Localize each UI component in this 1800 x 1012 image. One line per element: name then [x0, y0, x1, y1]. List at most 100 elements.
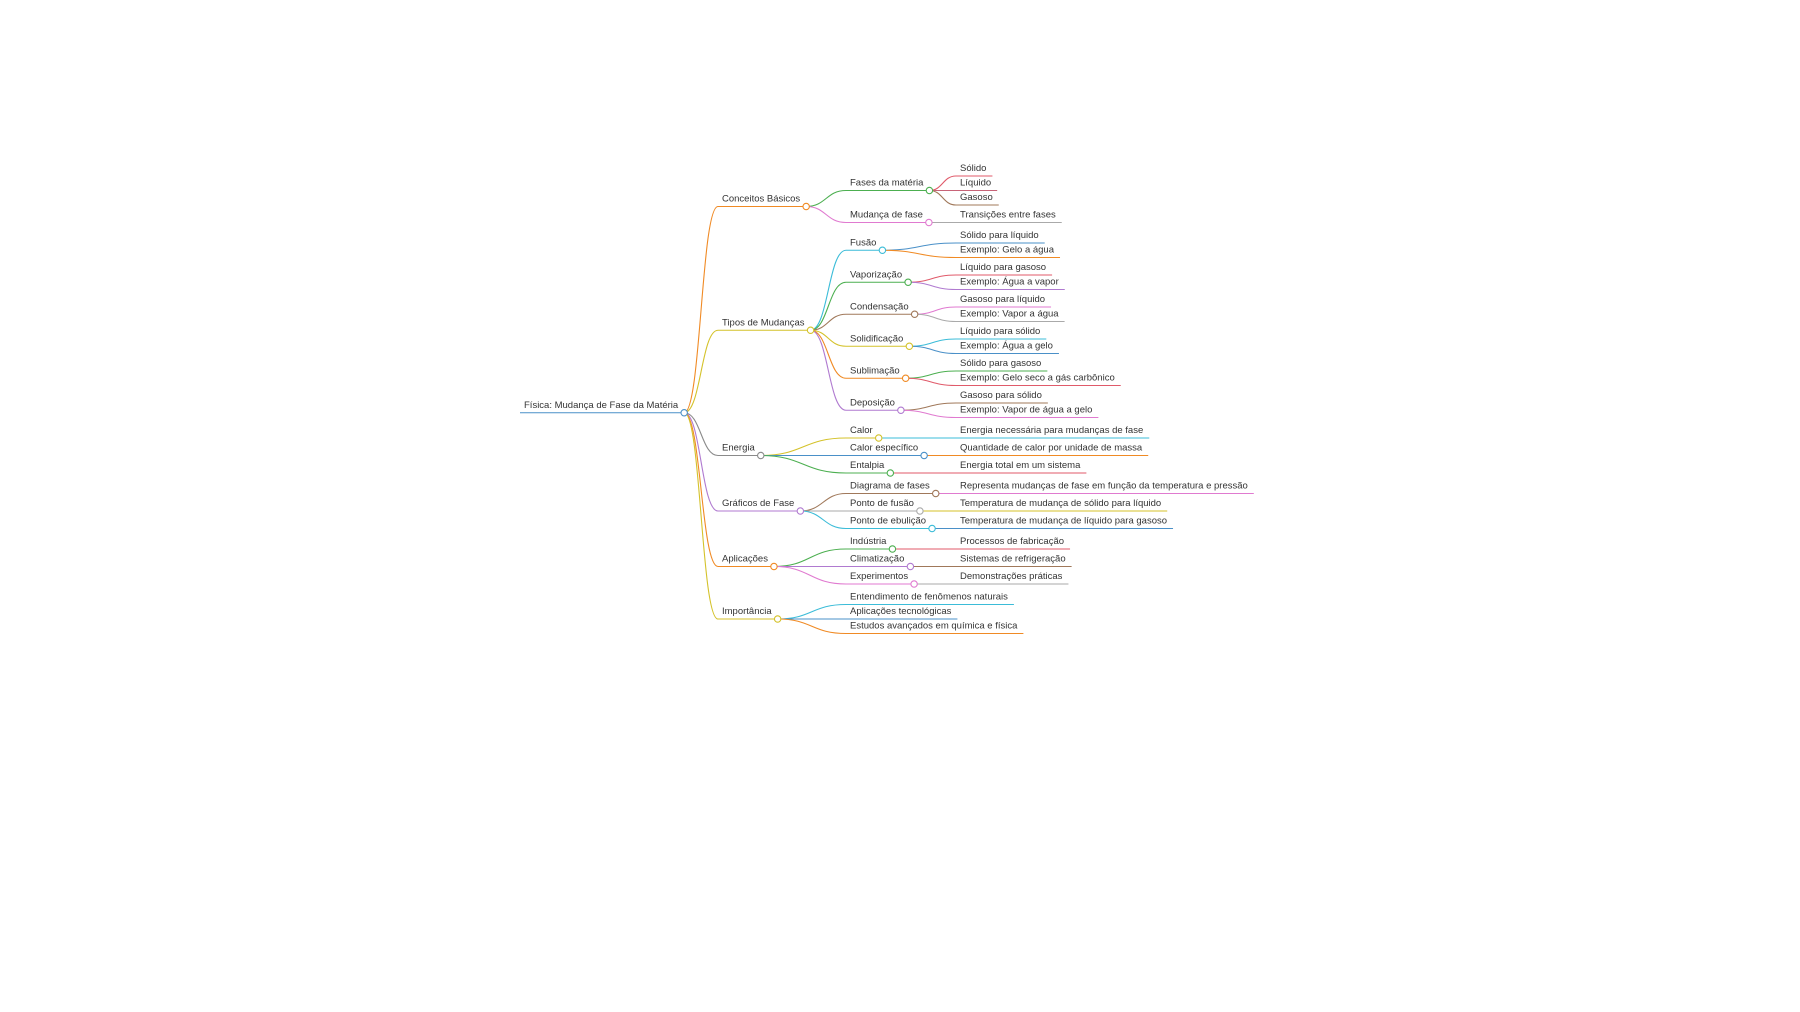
node-solido-para-gasoso[interactable]: Sólido para gasoso [956, 358, 1048, 372]
node-temperatura-de-mudanca-de-liquido-para-gasoso[interactable]: Temperatura de mudança de líquido para g… [956, 516, 1174, 530]
node-label: Tipos de Mudanças [722, 317, 805, 328]
node-graficos-de-fase[interactable]: Gráficos de Fase [718, 498, 805, 515]
collapse-toggle-icon[interactable] [897, 406, 905, 414]
node-label: Gasoso [960, 192, 993, 203]
node-aplicacoes[interactable]: Aplicações [718, 554, 778, 571]
collapse-toggle-icon[interactable] [920, 451, 928, 460]
node-label: Fusão [850, 237, 876, 248]
node-deposicao[interactable]: Deposição [846, 397, 905, 414]
node-label: Solidificação [850, 333, 903, 344]
node-label: Vaporização [850, 269, 902, 280]
node-solido-para-liquido[interactable]: Sólido para líquido [956, 230, 1045, 244]
node-layer: Física: Mudança de Fase da Matéria Concei… [520, 163, 1254, 635]
node-quantidade-de-calor-por-unidade-de-massa[interactable]: Quantidade de calor por unidade de massa [956, 443, 1149, 457]
node-energia-necessaria-para-mudancas-de-fase[interactable]: Energia necessária para mudanças de fase [956, 425, 1150, 439]
collapse-toggle-icon[interactable] [905, 342, 914, 350]
node-entalpia[interactable]: Entalpia [846, 460, 895, 477]
collapse-toggle-icon[interactable] [888, 545, 897, 553]
collapse-toggle-icon[interactable] [906, 562, 915, 571]
node-solido[interactable]: Sólido [956, 163, 993, 177]
node-label: Calor [850, 425, 873, 436]
node-diagrama-de-fases[interactable]: Diagrama de fases [846, 481, 940, 498]
node-calor-especifico[interactable]: Calor específico [846, 443, 928, 460]
connector-edge [810, 329, 847, 411]
node-fisica-mudanca-de-fase-da-materia[interactable]: Física: Mudança de Fase da Matéria [520, 400, 688, 417]
collapse-toggle-icon[interactable] [806, 326, 815, 334]
collapse-toggle-icon[interactable] [925, 218, 933, 227]
collapse-toggle-icon[interactable] [773, 615, 782, 623]
connector-edge [905, 370, 957, 379]
collapse-toggle-icon[interactable] [796, 507, 805, 515]
connector-edge [909, 345, 957, 355]
node-exemplo-gelo-a-agua[interactable]: Exemplo: Gelo a água [956, 245, 1061, 259]
node-sublimacao[interactable]: Sublimação [846, 365, 910, 382]
collapse-toggle-icon[interactable] [910, 580, 918, 588]
node-experimentos[interactable]: Experimentos [846, 571, 918, 588]
node-label: Exemplo: Água a gelo [960, 341, 1053, 352]
collapse-toggle-icon[interactable] [910, 310, 919, 318]
node-entendimento-de-fenomenos-naturais[interactable]: Entendimento de fenômenos naturais [846, 592, 1014, 606]
connector-edge [760, 437, 847, 457]
connector-edge [914, 313, 957, 323]
node-calor[interactable]: Calor [846, 425, 883, 442]
collapse-toggle-icon[interactable] [756, 451, 765, 460]
node-estudos-avancados-em-quimica-e-fisica[interactable]: Estudos avançados em química e física [846, 621, 1024, 635]
node-solidificacao[interactable]: Solidificação [846, 333, 914, 350]
node-vaporizacao[interactable]: Vaporização [846, 269, 912, 286]
node-sistemas-de-refrigeracao[interactable]: Sistemas de refrigeração [956, 554, 1072, 568]
node-climatizacao[interactable]: Climatização [846, 554, 915, 571]
node-liquido-para-gasoso[interactable]: Líquido para gasoso [956, 262, 1053, 276]
node-gasoso[interactable]: Gasoso [956, 192, 999, 206]
node-liquido[interactable]: Líquido [956, 178, 998, 192]
collapse-toggle-icon[interactable] [916, 507, 924, 515]
node-representa-mudancas-de-fase-em-funcao-da-temperatura-e-pressao[interactable]: Representa mudanças de fase em função da… [956, 481, 1254, 495]
node-temperatura-de-mudanca-de-solido-para-liquido[interactable]: Temperatura de mudança de sólido para lí… [956, 498, 1168, 512]
node-exemplo-agua-a-vapor[interactable]: Exemplo: Água a vapor [956, 277, 1065, 291]
collapse-toggle-icon[interactable] [874, 434, 883, 442]
collapse-toggle-icon[interactable] [928, 524, 936, 533]
node-ponto-de-fusao[interactable]: Ponto de fusão [846, 498, 924, 515]
node-transicoes-entre-fases[interactable]: Transições entre fases [956, 210, 1062, 224]
collapse-toggle-icon[interactable] [680, 408, 688, 417]
collapse-toggle-icon[interactable] [925, 186, 934, 195]
node-exemplo-vapor-de-agua-a-gelo[interactable]: Exemplo: Vapor de água a gelo [956, 405, 1099, 419]
connector-edge [905, 377, 957, 387]
node-exemplo-vapor-a-agua[interactable]: Exemplo: Vapor a água [956, 309, 1065, 323]
node-condensacao[interactable]: Condensação [846, 301, 919, 318]
node-energia[interactable]: Energia [718, 443, 765, 460]
node-label: Ponto de ebulição [850, 516, 926, 527]
connector-edge [773, 548, 847, 568]
node-energia-total-em-um-sistema[interactable]: Energia total em um sistema [956, 460, 1087, 474]
node-ponto-de-ebulicao[interactable]: Ponto de ebulição [846, 516, 936, 533]
collapse-toggle-icon[interactable] [770, 562, 778, 571]
collapse-toggle-icon[interactable] [802, 202, 810, 211]
node-demonstracoes-praticas[interactable]: Demonstrações práticas [956, 571, 1069, 585]
node-importancia[interactable]: Importância [718, 606, 782, 623]
node-exemplo-agua-a-gelo[interactable]: Exemplo: Água a gelo [956, 341, 1059, 355]
collapse-toggle-icon[interactable] [901, 374, 910, 382]
node-exemplo-gelo-seco-a-gas-carbonico[interactable]: Exemplo: Gelo seco a gás carbônico [956, 373, 1121, 387]
node-conceitos-basicos[interactable]: Conceitos Básicos [718, 194, 810, 211]
node-mudanca-de-fase[interactable]: Mudança de fase [846, 210, 933, 227]
connector-edge [900, 402, 957, 411]
node-label: Aplicações tecnológicas [850, 606, 952, 617]
node-label: Experimentos [850, 571, 908, 582]
node-label: Exemplo: Gelo seco a gás carbônico [960, 373, 1115, 384]
node-fases-da-materia[interactable]: Fases da matéria [846, 178, 934, 195]
node-liquido-para-solido[interactable]: Líquido para sólido [956, 326, 1047, 340]
connector-edge [683, 412, 719, 620]
collapse-toggle-icon[interactable] [904, 278, 912, 286]
node-fusao[interactable]: Fusão [846, 237, 887, 255]
node-gasoso-para-liquido[interactable]: Gasoso para líquido [956, 294, 1052, 308]
node-label: Líquido para gasoso [960, 262, 1046, 273]
node-gasoso-para-solido[interactable]: Gasoso para sólido [956, 390, 1048, 404]
connector-edge [929, 189, 957, 206]
node-aplicacoes-tecnologicas[interactable]: Aplicações tecnológicas [846, 606, 958, 620]
collapse-toggle-icon[interactable] [878, 246, 887, 255]
node-processos-de-fabricacao[interactable]: Processos de fabricação [956, 536, 1071, 550]
collapse-toggle-icon[interactable] [931, 489, 940, 498]
node-tipos-de-mudancas[interactable]: Tipos de Mudanças [718, 317, 815, 334]
node-industria[interactable]: Indústria [846, 536, 897, 553]
collapse-toggle-icon[interactable] [886, 469, 895, 477]
